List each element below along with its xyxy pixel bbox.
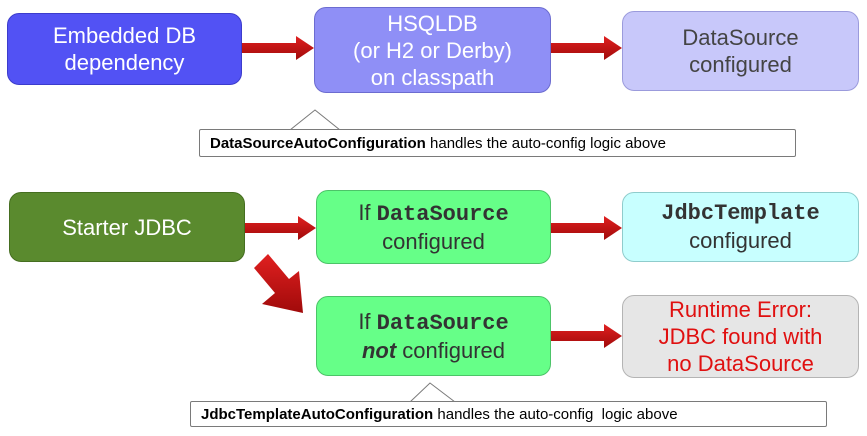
box-line: Embedded DB — [52, 23, 197, 48]
callout-text: handles the auto-config logic above — [425, 134, 667, 152]
box-line: If DataSource — [358, 199, 508, 228]
box-line: JDBC found with — [658, 324, 823, 349]
box-line: on classpath — [370, 64, 495, 90]
datasource-autoconfig-callout: DataSourceAutoConfiguration handles the … — [199, 129, 796, 157]
box-line: no DataSource — [667, 351, 814, 376]
callout-pointer-2 — [409, 382, 456, 403]
box-line: configured — [689, 52, 792, 77]
code-datasource: DataSource — [376, 202, 509, 227]
box-line: Runtime Error: — [668, 297, 813, 322]
box-line: configured — [382, 229, 485, 254]
box-line: DataSource — [682, 25, 799, 50]
code-datasource: DataSource — [376, 311, 509, 336]
datasource-configured-box: DataSource configured — [622, 11, 859, 91]
box-line: If DataSource — [358, 308, 508, 337]
box-line: (or H2 or Derby) — [353, 37, 512, 63]
callout-pointer-1 — [289, 109, 341, 131]
starter-jdbc-box: Starter JDBC — [9, 192, 245, 262]
arrow-if-not-configured-to-error — [551, 324, 622, 348]
embedded-db-dependency-box: Embedded DB dependency — [7, 13, 242, 85]
arrow-db-to-hsqldb — [242, 36, 314, 60]
box-line: HSQLDB — [387, 10, 478, 36]
arrow-if-configured-to-jdbctemplate — [551, 216, 622, 240]
jdbctemplate-configured-box: JdbcTemplate configured — [622, 192, 859, 262]
if-datasource-configured-box: If DataSource configured — [316, 190, 551, 264]
callout-text: handles the auto-config logic above — [433, 405, 678, 423]
code-jdbctemplate: JdbcTemplate — [661, 201, 820, 226]
box-line: not configured — [362, 337, 505, 364]
box-line: dependency — [64, 50, 185, 75]
box-line: configured — [689, 228, 792, 253]
emphasis-not: not — [361, 338, 397, 363]
callout-class-name: JdbcTemplateAutoConfiguration — [201, 405, 434, 423]
box-prefix: If — [358, 309, 377, 334]
runtime-error-box: Runtime Error: JDBC found with no DataSo… — [622, 295, 859, 378]
arrow-starter-to-if-configured — [245, 216, 316, 240]
box-rest: configured — [396, 338, 506, 363]
box-line: Starter JDBC — [62, 214, 192, 240]
if-datasource-not-configured-box: If DataSource not configured — [316, 296, 551, 376]
hsqldb-classpath-box: HSQLDB (or H2 or Derby) on classpath — [314, 7, 551, 93]
arrow-hsqldb-to-datasource — [551, 36, 622, 60]
arrow-starter-to-if-not-configured — [254, 254, 303, 313]
box-prefix: If — [358, 200, 377, 225]
callout-class-name: DataSourceAutoConfiguration — [210, 134, 426, 152]
jdbctemplate-autoconfig-callout: JdbcTemplateAutoConfiguration handles th… — [190, 401, 827, 427]
